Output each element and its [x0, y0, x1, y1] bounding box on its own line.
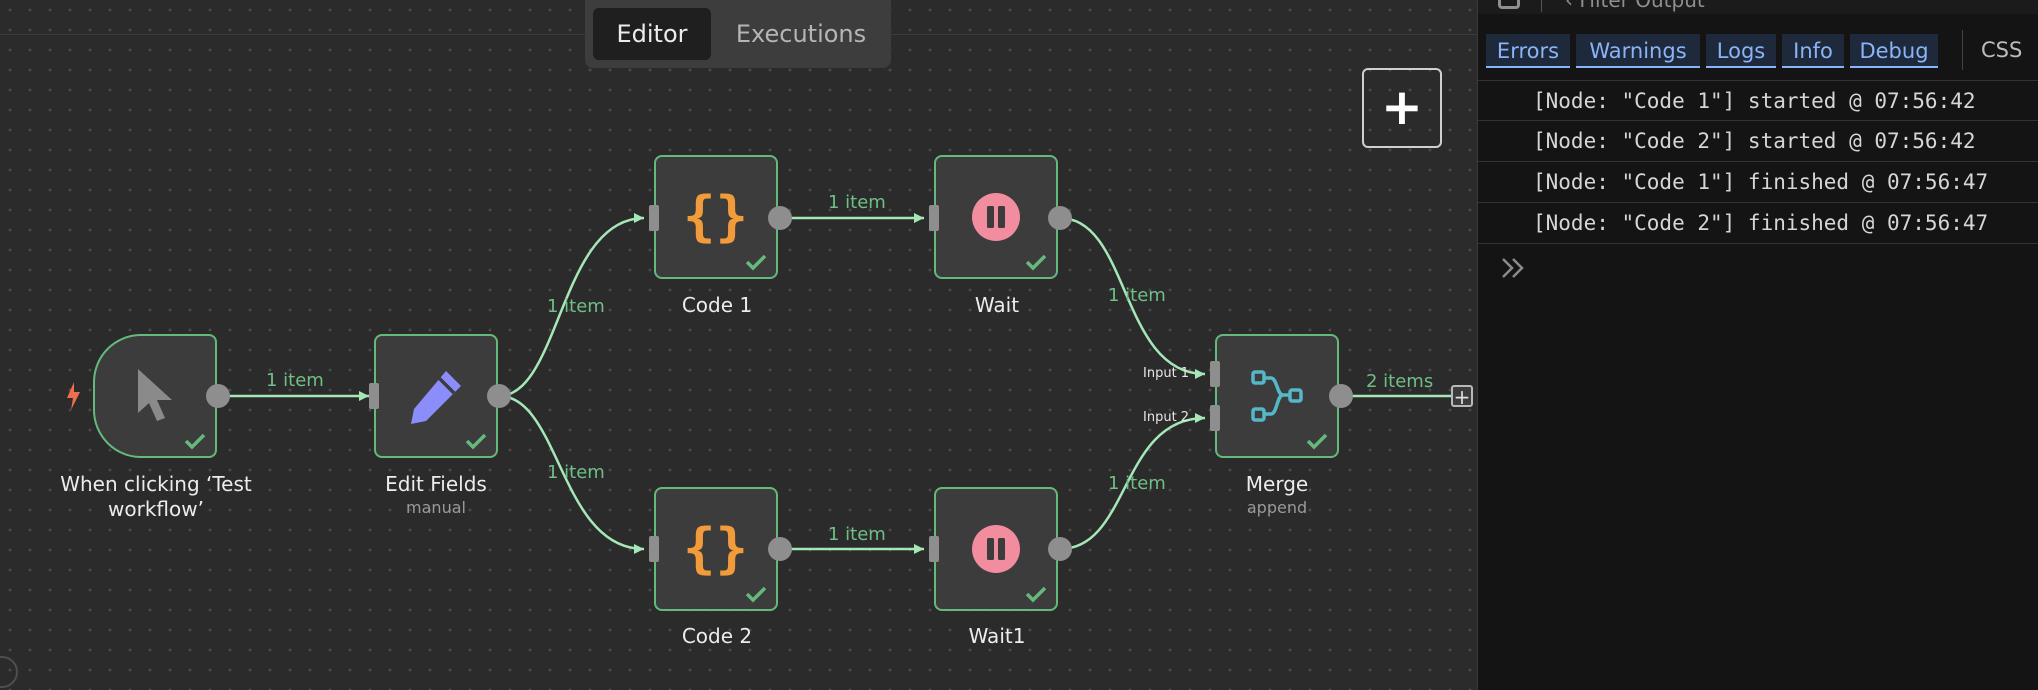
log-entry: [Node: "Code 2"] finished @ 07:56:47	[1478, 203, 2038, 244]
level-errors[interactable]: Errors	[1486, 34, 1570, 68]
pause-icon	[971, 192, 1020, 241]
trigger-bolt-icon	[67, 382, 80, 410]
node-subtitle-edit-fields: manual	[406, 498, 466, 517]
log-entry: [Node: "Code 1"] started @ 07:56:42	[1478, 80, 2038, 121]
edit-fields-input-port[interactable]	[369, 383, 379, 409]
node-manual-trigger[interactable]	[93, 334, 217, 458]
merge-icon	[1250, 369, 1303, 422]
success-check-icon	[745, 586, 767, 603]
code1-output-port[interactable]	[768, 206, 792, 230]
css-filter-toggle[interactable]: CSS	[1981, 38, 2023, 62]
log-entry: [Node: "Code 1"] finished @ 07:56:47	[1478, 162, 2038, 203]
merge-input2-port[interactable]	[1210, 405, 1220, 431]
console-prompt-icon[interactable]	[1500, 255, 1528, 281]
success-check-icon	[465, 433, 487, 450]
edge-label-code1-wait: 1 item	[828, 192, 886, 213]
wire-wait1-merge	[1059, 413, 1206, 551]
tab-editor[interactable]: Editor	[593, 8, 711, 60]
level-logs[interactable]: Logs	[1706, 34, 1776, 68]
success-check-icon	[184, 433, 206, 450]
node-icon-wrap	[376, 336, 495, 455]
node-edit-fields[interactable]	[374, 334, 498, 458]
console-toolbar: ‹ Filter Output	[1478, 0, 2038, 14]
edge-label-trigger-edit: 1 item	[266, 370, 324, 391]
log-entry: [Node: "Code 2"] started @ 07:56:42	[1478, 121, 2038, 162]
node-merge[interactable]	[1215, 334, 1339, 458]
trigger-title-line2: workflow’	[108, 497, 204, 521]
edit-fields-output-port[interactable]	[487, 384, 511, 408]
toolbar-separator	[1541, 0, 1542, 12]
edge-label-code2-wait1: 1 item	[828, 524, 886, 545]
node-code-1[interactable]: {}	[654, 155, 778, 279]
code-braces-icon: {}	[682, 185, 749, 248]
node-title-edit-fields: Edit Fields	[385, 472, 487, 496]
node-icon-wrap	[936, 489, 1055, 608]
add-next-node-button[interactable]: +	[1451, 385, 1473, 407]
node-icon-wrap	[936, 157, 1055, 276]
node-subtitle-merge: append	[1246, 498, 1308, 517]
trigger-output-port[interactable]	[206, 384, 230, 408]
wire-edit-code2	[498, 394, 645, 554]
filter-output-label: Filter Output	[1579, 0, 1705, 12]
node-title-wait: Wait	[974, 293, 1020, 317]
workflow-canvas[interactable]: When clicking ‘Test workflow’ Edit Field…	[0, 0, 1477, 690]
connection-wires	[218, 213, 1451, 554]
merge-input1-port[interactable]	[1210, 361, 1220, 387]
console-log-list: [Node: "Code 1"] started @ 07:56:42 [Nod…	[1478, 80, 2038, 244]
editor-tabs: Editor Executions	[585, 0, 891, 68]
level-info[interactable]: Info	[1782, 34, 1844, 68]
success-check-icon	[1025, 254, 1047, 271]
code-braces-icon: {}	[682, 517, 749, 580]
merge-output-port[interactable]	[1329, 384, 1353, 408]
node-code-2[interactable]: {}	[654, 487, 778, 611]
wire-edit-code1	[498, 213, 645, 398]
add-node-button[interactable]: +	[1362, 68, 1442, 148]
node-icon-wrap	[95, 336, 214, 455]
wait1-input-port[interactable]	[929, 536, 939, 562]
merge-input1-label: Input 1	[1143, 366, 1190, 381]
pause-icon	[971, 524, 1020, 573]
cursor-arrow-icon	[137, 368, 172, 421]
node-title-code-1: Code 1	[681, 293, 753, 317]
level-separator	[1962, 30, 1963, 70]
node-title-trigger: When clicking ‘Test workflow’	[56, 472, 256, 522]
level-debug[interactable]: Debug	[1850, 34, 1938, 68]
node-wait[interactable]	[934, 155, 1058, 279]
node-icon-wrap	[1217, 336, 1336, 455]
clear-console-icon[interactable]	[1498, 0, 1520, 9]
edge-label-wait-merge: 1 item	[1108, 285, 1166, 306]
level-warnings[interactable]: Warnings	[1576, 34, 1700, 68]
wait-input-port[interactable]	[929, 205, 939, 231]
code2-input-port[interactable]	[649, 536, 659, 562]
pencil-icon	[410, 370, 461, 424]
success-check-icon	[1306, 433, 1328, 450]
filter-output-input[interactable]: ‹ Filter Output	[1565, 0, 1705, 12]
wire-wait-merge	[1059, 216, 1206, 379]
code2-output-port[interactable]	[768, 537, 792, 561]
edge-label-edit-code2: 1 item	[547, 462, 605, 483]
edge-label-merge-out: 2 items	[1366, 371, 1434, 392]
wait1-output-port[interactable]	[1048, 537, 1072, 561]
tab-executions[interactable]: Executions	[735, 20, 867, 48]
node-title-wait1: Wait1	[968, 624, 1026, 648]
code1-input-port[interactable]	[649, 205, 659, 231]
wait-output-port[interactable]	[1048, 206, 1072, 230]
trigger-title-line1: When clicking ‘Test	[60, 472, 252, 496]
merge-input2-label: Input 2	[1143, 410, 1190, 425]
devtools-console-panel: ‹ Filter Output Errors Warnings Logs Inf…	[1477, 0, 2038, 690]
edge-label-edit-code1: 1 item	[547, 296, 605, 317]
node-title-code-2: Code 2	[681, 624, 753, 648]
edge-label-wait1-merge: 1 item	[1108, 473, 1166, 494]
success-check-icon	[745, 254, 767, 271]
node-title-merge: Merge	[1245, 472, 1309, 496]
success-check-icon	[1025, 586, 1047, 603]
node-wait1[interactable]	[934, 487, 1058, 611]
